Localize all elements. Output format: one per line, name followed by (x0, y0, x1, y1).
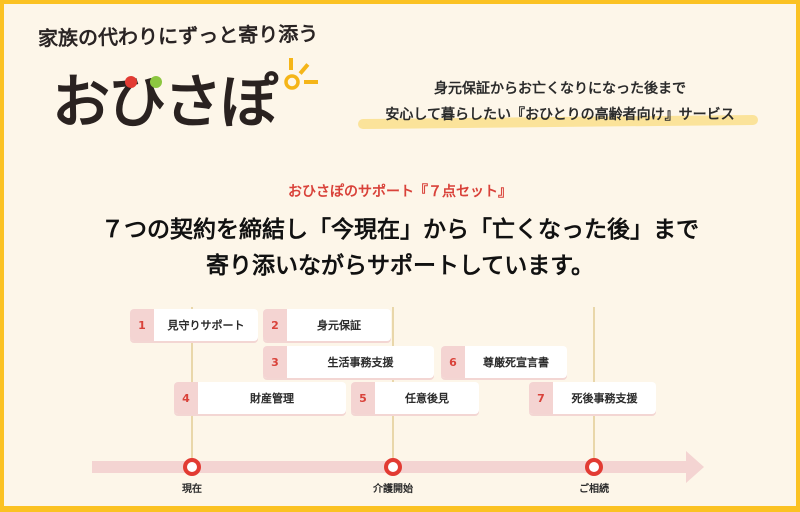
service-number: 6 (441, 346, 465, 378)
service-chip-1: 1 見守りサポート (130, 309, 258, 341)
headline-line-2: 寄り添いながらサポートしています。 (205, 253, 594, 279)
milestone-node-care (384, 458, 402, 476)
sun-icon (284, 58, 318, 90)
service-number: 1 (130, 309, 154, 341)
section-headline: ７つの契約を締結し「今現在」から「亡くなった後」まで 寄り添いながらサポートして… (0, 212, 800, 284)
service-chip-2: 2 身元保証 (263, 309, 391, 341)
service-label: 尊厳死宣言書 (483, 356, 549, 369)
service-label: 財産管理 (250, 392, 294, 405)
service-chip-7: 7 死後事務支援 (529, 382, 656, 414)
service-label: 生活事務支援 (327, 356, 394, 369)
service-chip-3: 3 生活事務支援 (263, 346, 434, 378)
catch-line-1: 身元保証からお亡くなりになった後まで (434, 81, 686, 97)
service-chip-4: 4 財産管理 (174, 382, 346, 414)
service-label: 身元保証 (317, 319, 361, 332)
service-number: 4 (174, 382, 198, 414)
milestone-node-now (183, 458, 201, 476)
service-label: 任意後見 (405, 392, 449, 405)
tagline: 家族の代わりにずっと寄り添う (37, 21, 319, 51)
service-number: 7 (529, 382, 553, 414)
service-number: 3 (263, 346, 287, 378)
timeline-arrow-icon (686, 451, 704, 483)
service-label: 見守りサポート (167, 319, 245, 332)
logo-red-dot-icon (125, 76, 137, 88)
milestone-label-care: 介護開始 (373, 484, 413, 495)
milestone-label-inheritance: ご相続 (579, 484, 609, 495)
logo: おひさぽ (52, 68, 278, 136)
milestone-label-now: 現在 (182, 484, 202, 495)
catch-copy: 身元保証からお亡くなりになった後まで 安心して暮らしたい『おひとりの高齢者向け』… (340, 76, 780, 128)
service-chip-5: 5 任意後見 (351, 382, 479, 414)
service-number: 2 (263, 309, 287, 341)
logo-green-dot-icon (150, 76, 162, 88)
service-chip-6: 6 尊厳死宣言書 (441, 346, 567, 378)
milestone-node-inheritance (585, 458, 603, 476)
headline-line-1: ７つの契約を締結し「今現在」から「亡くなった後」まで (101, 217, 699, 243)
section-subtitle: おひさぽのサポート『７点セット』 (288, 184, 512, 200)
service-number: 5 (351, 382, 375, 414)
service-label: 死後事務支援 (571, 392, 638, 405)
catch-line-2: 安心して暮らしたい『おひとりの高齢者向け』サービス (385, 107, 735, 123)
